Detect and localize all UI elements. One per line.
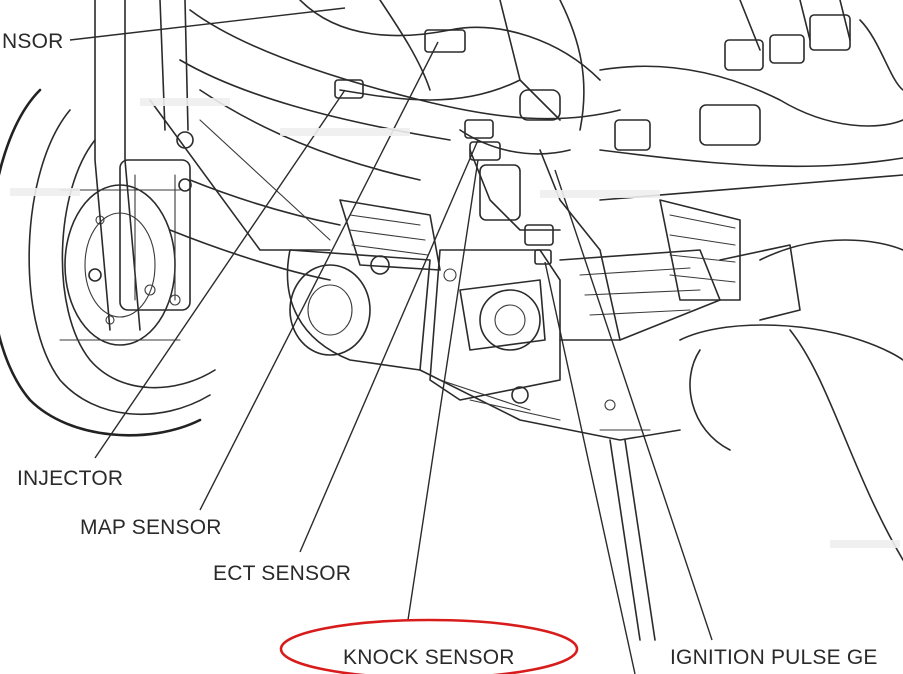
engine-block [286,199,721,441]
label-injector: INJECTOR [17,467,123,490]
leader-lines [69,7,713,674]
wiring-harness [299,0,621,341]
label-ignition-pulse: IGNITION PULSE GE [670,646,878,669]
label-sensor-top: NSOR [2,30,63,53]
right-assembly [599,0,903,561]
label-ect-sensor: ECT SENSOR [213,562,351,585]
front-wheel [0,88,216,437]
label-map-sensor: MAP SENSOR [80,516,222,539]
knock-sensor-highlight [279,618,579,674]
label-knock-sensor: KNOCK SENSOR [343,646,515,669]
side-stand [599,429,656,641]
bleed-through [10,98,900,548]
front-forks [94,0,194,331]
